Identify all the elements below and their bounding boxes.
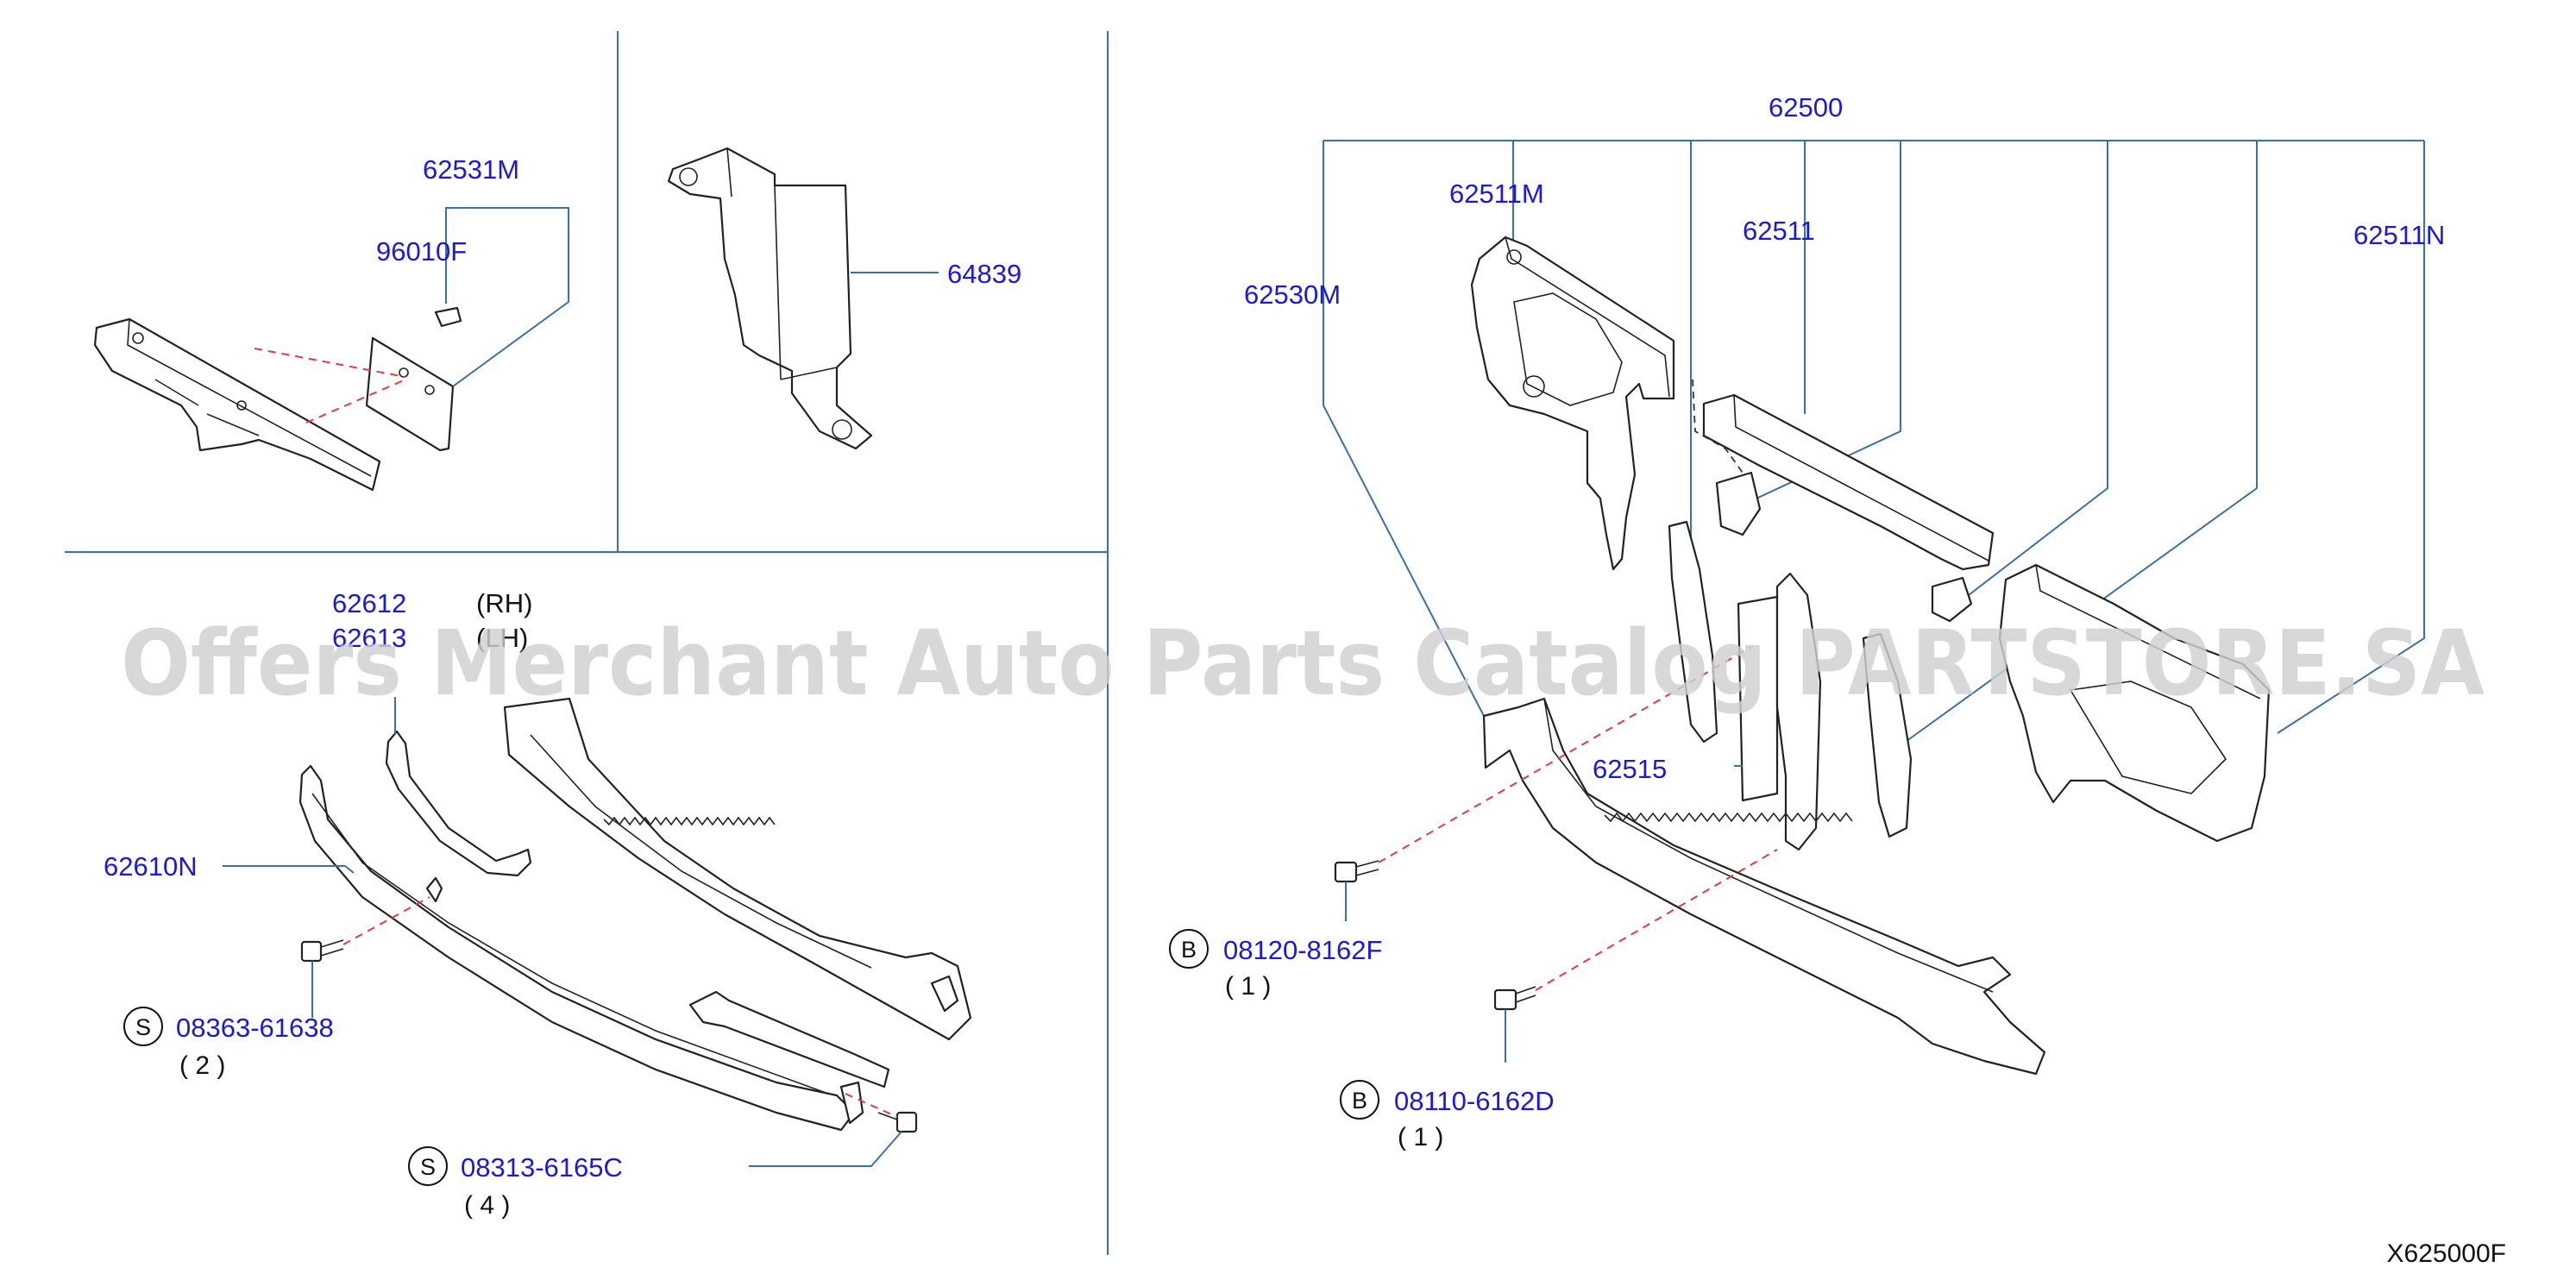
label-62530M: 62530M <box>1244 279 1341 310</box>
label-96010F: 96010F <box>376 236 467 267</box>
label-62610N: 62610N <box>104 851 198 882</box>
qty-1b: ( 1 ) <box>1398 1123 1443 1151</box>
label-08313-6165C: 08313-6165C <box>461 1152 623 1183</box>
bracket-64839-group <box>667 147 939 450</box>
symbol-b-2: B <box>1352 1088 1367 1114</box>
label-62612: 62612 <box>332 588 406 618</box>
bracket-plate-part <box>365 336 455 452</box>
diagram-reference: X625000F <box>2387 1239 2506 1268</box>
label-62515: 62515 <box>1593 754 1667 784</box>
radiator-core-support-group <box>1323 140 2425 1076</box>
qty-4: ( 4 ) <box>464 1191 510 1220</box>
center-stay-62515-part <box>1737 595 1779 802</box>
lower-panel-group <box>223 697 972 1167</box>
label-62500: 62500 <box>1769 92 1843 122</box>
symbol-b-1: B <box>1181 937 1197 963</box>
bolt-08110-part <box>1493 986 1536 1011</box>
side-stay-right-part <box>1862 632 1913 838</box>
symbol-b-circle-1 <box>1169 929 1209 969</box>
label-62511N: 62511N <box>2353 220 2445 250</box>
lower-grille-panel-part <box>503 697 972 1041</box>
side-stay-left-part <box>1668 520 1718 744</box>
clip-96010F-part <box>434 306 462 328</box>
bracket-62531M-group <box>93 207 569 492</box>
panel-dividers <box>65 31 1109 1255</box>
labels-layer: 62531M 96010F 64839 62612 (RH) 62613 (LH… <box>104 92 2506 1268</box>
label-rh: (RH) <box>476 588 532 618</box>
label-62511M: 62511M <box>1449 179 1544 209</box>
qty-1a: ( 1 ) <box>1225 972 1271 1001</box>
watermark-text: Offers Merchant Auto Parts Catalog PARTS… <box>121 611 2485 716</box>
label-62511: 62511 <box>1743 216 1815 246</box>
symbol-s-circle-2 <box>408 1146 448 1186</box>
qty-2: ( 2 ) <box>179 1051 225 1080</box>
label-lh: (LH) <box>476 623 528 653</box>
label-08110-6162D: 08110-6162D <box>1394 1086 1555 1116</box>
upper-tie-bar-62511-part <box>1702 393 1995 571</box>
label-62613: 62613 <box>332 623 406 653</box>
hoodledge-62511M-part <box>1470 235 1675 571</box>
bolt-08313-part <box>877 1111 918 1133</box>
center-stay-part <box>1775 572 1822 851</box>
bolt-08120-part <box>1334 860 1379 883</box>
symbol-s-circle-1 <box>123 1007 163 1046</box>
bracket-64839-part <box>667 147 873 450</box>
lower-radiator-support-part <box>1482 697 2046 1076</box>
symbol-s-2: S <box>420 1154 436 1180</box>
symbol-b-circle-2 <box>1340 1080 1379 1120</box>
hoodledge-62511N-part <box>1998 563 2271 843</box>
label-62531M: 62531M <box>423 154 519 185</box>
label-08120-8162F: 08120-8162F <box>1223 935 1382 965</box>
label-08363-61638: 08363-61638 <box>176 1013 334 1043</box>
molding-62612-part <box>385 730 532 877</box>
symbol-s-1: S <box>135 1014 151 1040</box>
bolt-08363-part <box>300 939 344 963</box>
label-64839: 64839 <box>947 259 1021 289</box>
